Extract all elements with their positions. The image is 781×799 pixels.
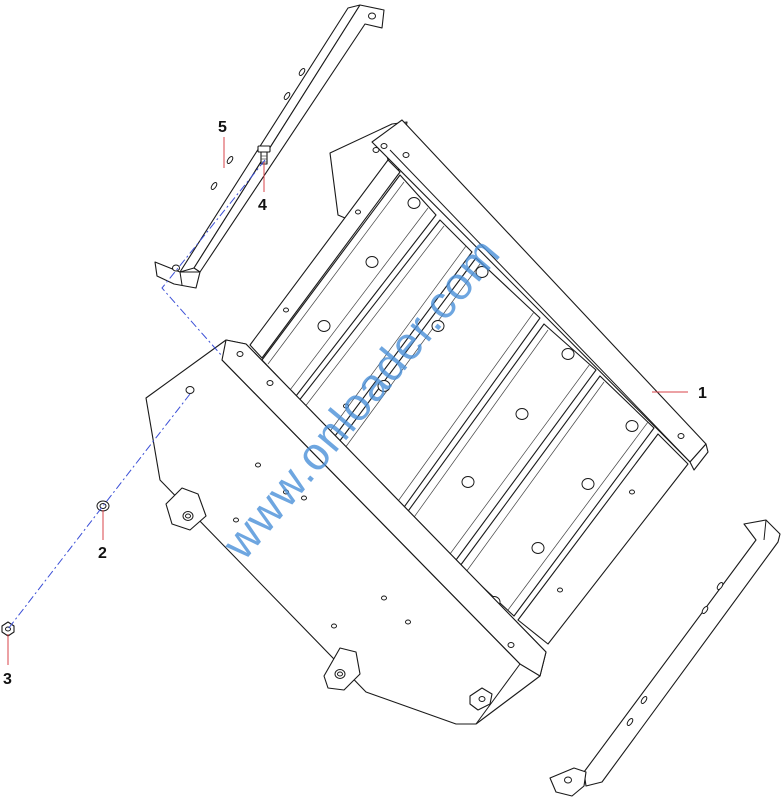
callout-3: 3 [3, 671, 12, 688]
leader-lines [7, 137, 688, 665]
assembly-path [7, 159, 266, 630]
callout-4: 4 [258, 197, 267, 214]
callout-2: 2 [98, 545, 107, 562]
callout-1: 1 [698, 385, 707, 402]
upper-bracket [154, 4, 385, 289]
callout-5: 5 [218, 119, 227, 136]
washer [96, 500, 110, 512]
step-frame [145, 119, 709, 725]
lower-bracket [549, 519, 781, 797]
